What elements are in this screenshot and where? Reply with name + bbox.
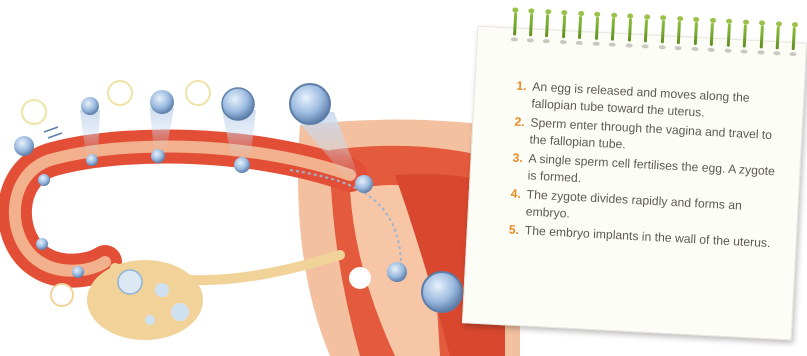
spiral-coil xyxy=(659,15,667,49)
step-number: 2. xyxy=(513,114,531,148)
spiral-coil xyxy=(741,19,749,53)
follicle xyxy=(145,315,155,325)
morula-zoom xyxy=(222,88,254,120)
step-number: 3. xyxy=(511,150,529,184)
spiral-coil xyxy=(774,21,782,55)
spiral-coil xyxy=(609,13,617,47)
notepad-card: 1. An egg is released and moves along th… xyxy=(462,6,807,341)
spiral-coil xyxy=(511,7,519,41)
spiral-coil xyxy=(708,18,716,52)
unfertilised-egg xyxy=(349,267,371,289)
implanted-embryo xyxy=(422,272,462,312)
follicle xyxy=(118,270,142,294)
step-number: 1. xyxy=(515,78,533,112)
spiral-coil xyxy=(757,20,765,54)
blastocyst-in-uterus xyxy=(387,262,407,282)
sperm-icon xyxy=(44,127,62,138)
follicle xyxy=(155,283,169,297)
egg-outline xyxy=(186,81,210,105)
follicle xyxy=(171,303,189,321)
spiral-coil xyxy=(642,14,650,48)
two-cell-zoom xyxy=(150,90,174,114)
step-number: 5. xyxy=(508,221,525,238)
tube-cell xyxy=(72,266,84,278)
ovary xyxy=(87,260,203,340)
spiral-coil xyxy=(675,16,683,50)
egg-outline xyxy=(22,100,46,124)
zygote-zoom xyxy=(81,97,99,115)
spiral-coil xyxy=(692,17,700,51)
spiral-coil xyxy=(577,11,585,45)
spiral-coil xyxy=(527,8,535,42)
sperm-cell-zoom xyxy=(14,136,34,156)
blastocyst-zoom xyxy=(290,84,330,124)
egg-outline xyxy=(108,81,132,105)
spiral-coil xyxy=(626,13,634,47)
step-list: 1. An egg is released and moves along th… xyxy=(508,78,788,256)
spiral-coil xyxy=(544,9,552,43)
step-number: 4. xyxy=(509,186,527,220)
spiral-coil xyxy=(725,19,733,53)
spiral-coil xyxy=(593,12,601,46)
spiral-coil xyxy=(560,10,568,44)
released-egg xyxy=(51,284,73,306)
tube-cell xyxy=(36,238,48,250)
tube-cell xyxy=(38,174,50,186)
